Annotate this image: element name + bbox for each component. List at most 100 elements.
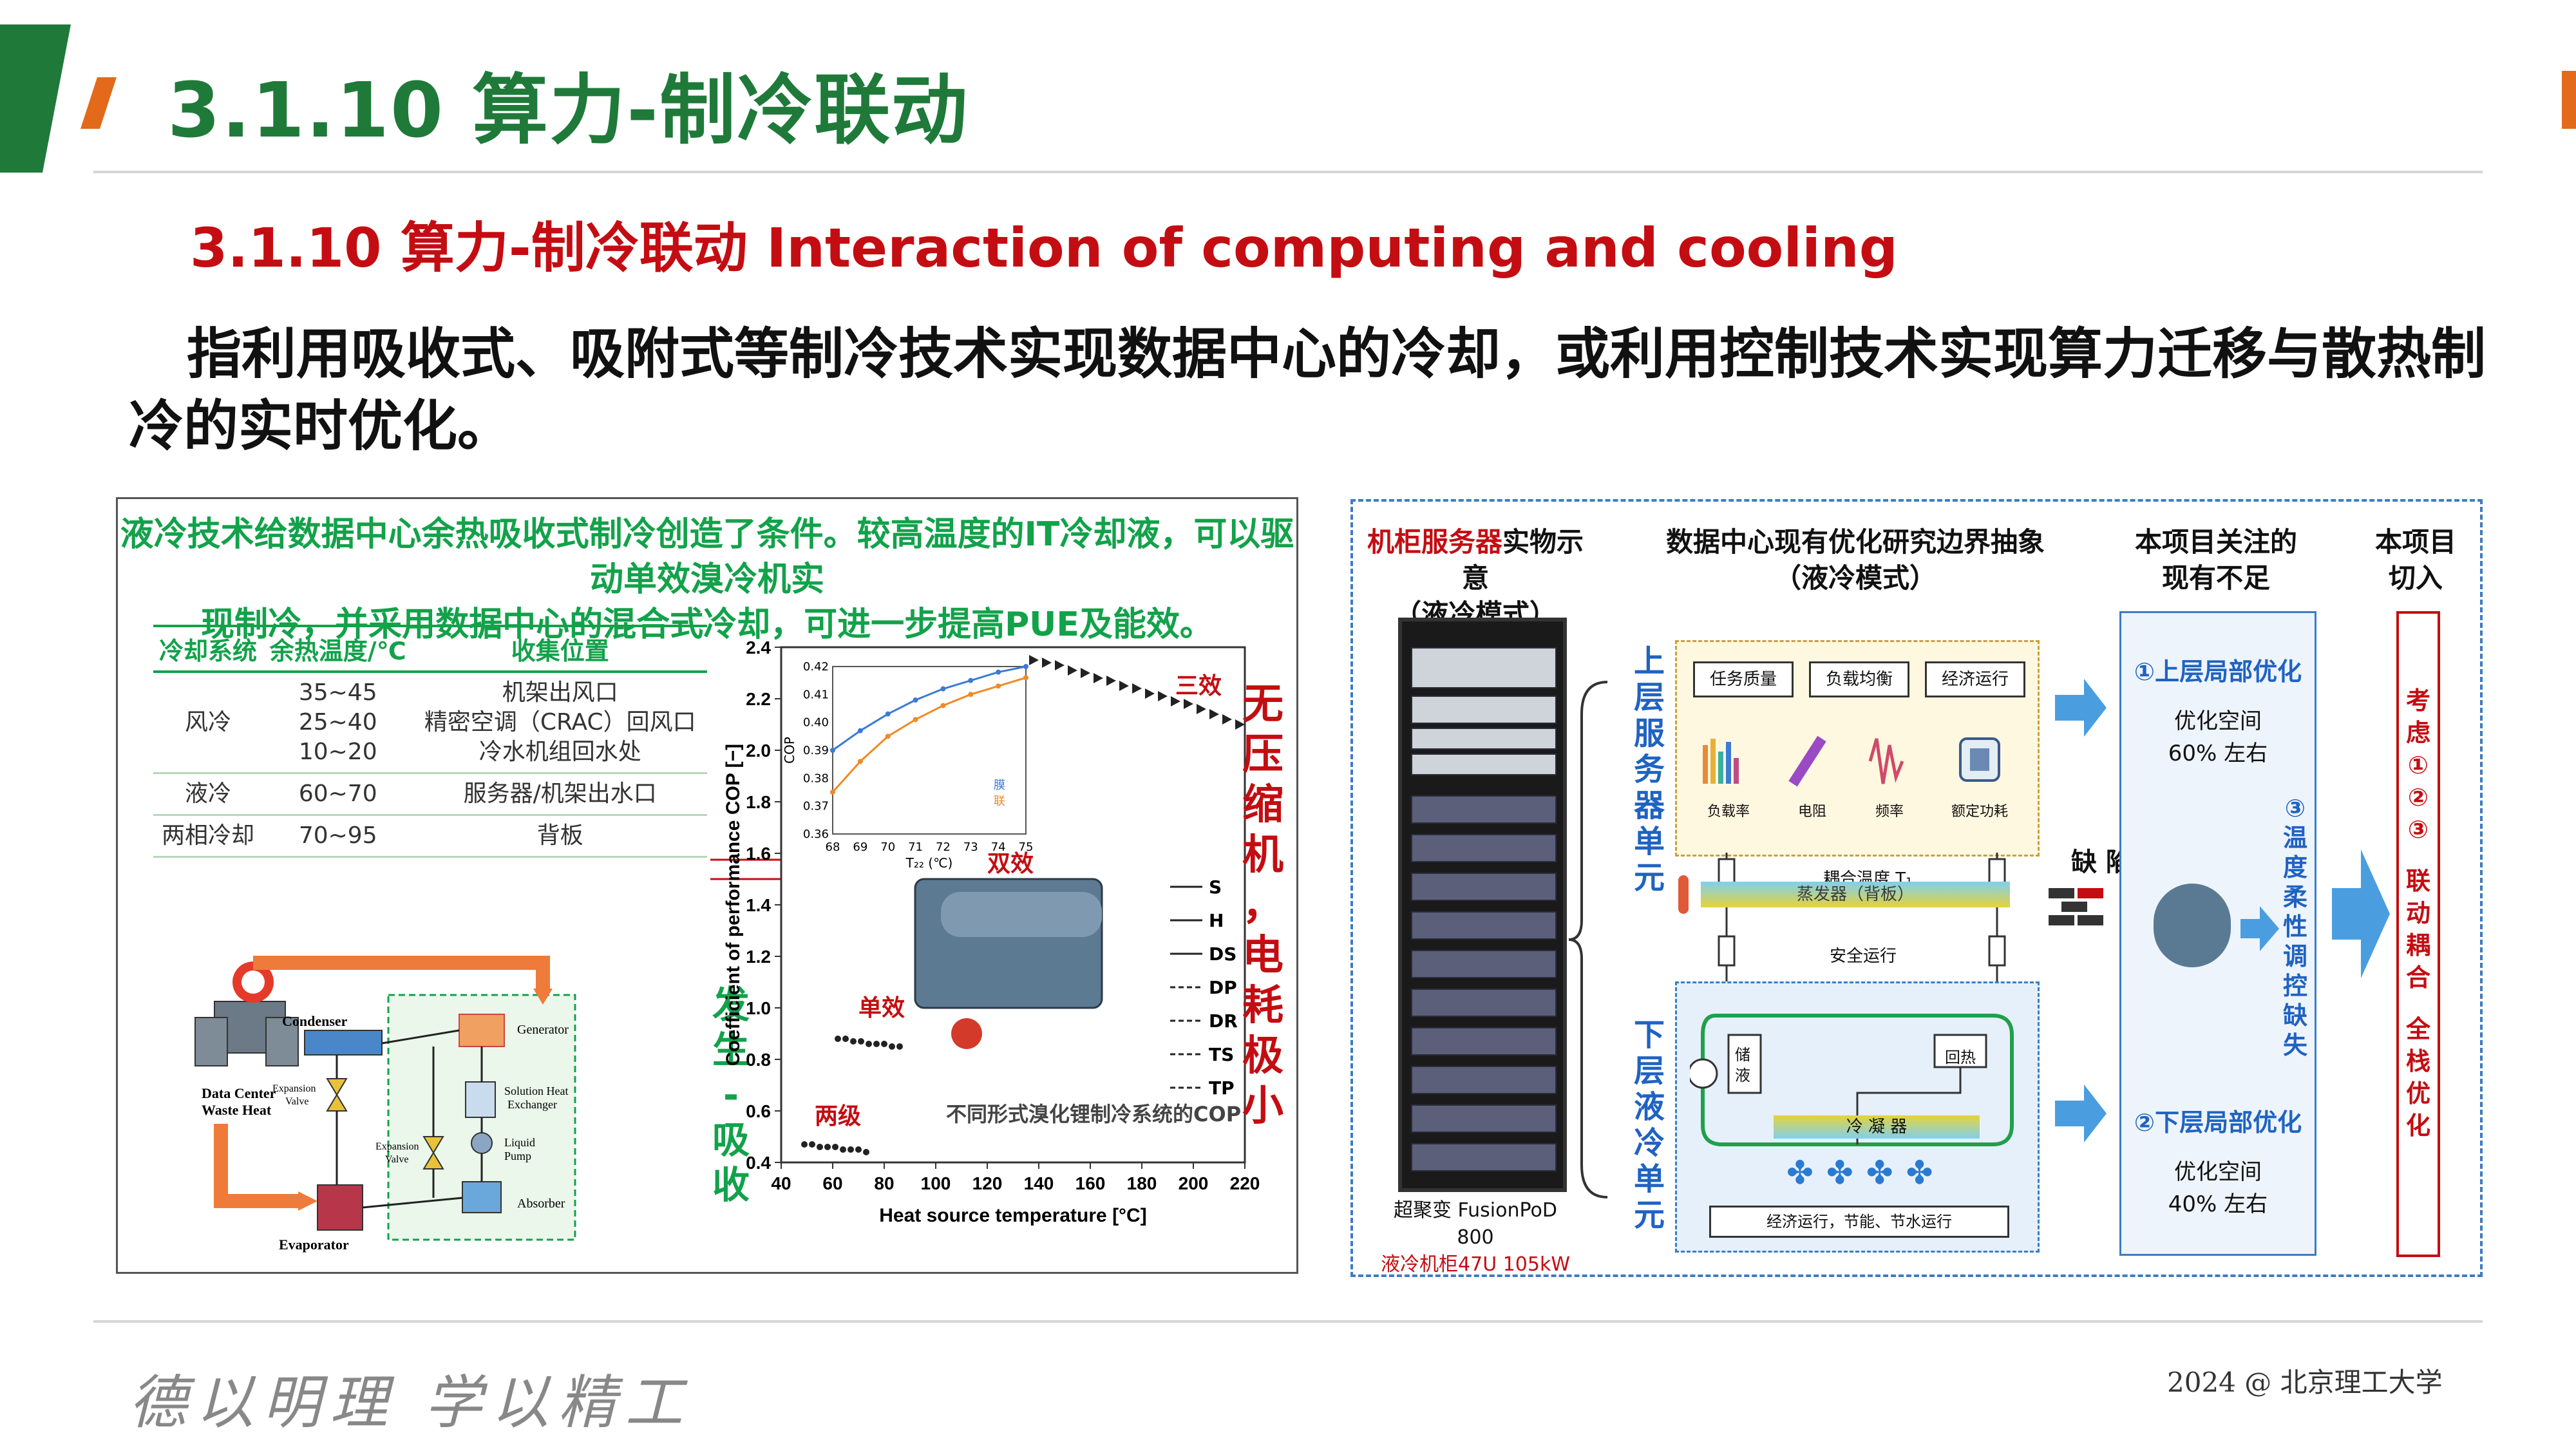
pump-icon xyxy=(1690,1058,1718,1089)
y-axis-label: Coefficient of performance COP [−] xyxy=(723,744,744,1066)
inset-x-tick-label: 71 xyxy=(908,840,923,854)
col2-sub: （液冷模式） xyxy=(1774,562,1937,594)
generation-absorption-label: 发 生 - 吸 收 xyxy=(712,982,750,1208)
arrow-right-icon-upper xyxy=(2055,679,2107,737)
x-axis-label: Heat source temperature [°C] xyxy=(879,1205,1146,1226)
col3-title: 本项目关注的 现有不足 xyxy=(2100,524,2332,596)
table-cell: 背板 xyxy=(413,815,707,858)
upper-char: 上 xyxy=(1633,643,1665,679)
table-row: 风冷 35~45 25~40 10~20 机架出风口 精密空调（CRAC）回风口… xyxy=(153,672,707,774)
data-point-tp xyxy=(1197,704,1206,714)
safe-run-label: 安全运行 xyxy=(1830,947,1897,966)
data-point-tp xyxy=(1158,691,1168,701)
x-tick-label: 40 xyxy=(771,1173,791,1193)
data-point-tp xyxy=(1055,660,1065,670)
legend-label: DR xyxy=(1209,1010,1238,1032)
diagram-pump-1: Liquid xyxy=(504,1136,535,1149)
no-compressor-label: 无 压 缩 机 ， 电 耗 极 小 xyxy=(1242,679,1283,1132)
lower-opt-space: 优化空间 xyxy=(2174,1159,2262,1185)
chart-caption: 不同形式溴化锂制冷系统的COP xyxy=(946,1102,1241,1126)
inset-y-tick-label: 0.36 xyxy=(803,828,829,841)
table-header-system: 冷却系统 xyxy=(153,625,263,673)
condenser-icon xyxy=(304,1030,383,1056)
data-point-tp xyxy=(1029,655,1039,665)
table-cell: 35~45 25~40 10~20 xyxy=(262,672,413,774)
x-tick-label: 200 xyxy=(1179,1173,1209,1193)
col1-title-red: 机柜服务器 xyxy=(1367,526,1502,558)
consider-char: 耦 xyxy=(2405,931,2430,960)
data-point-tp xyxy=(1222,714,1232,724)
consider-char: 动 xyxy=(2405,899,2430,927)
inset-y-tick-label: 0.37 xyxy=(803,800,829,813)
diagram-pump-2: Pump xyxy=(504,1150,531,1162)
legend-label: DS xyxy=(1209,943,1236,965)
annotation-two-stage: 两级 xyxy=(815,1103,861,1130)
diagram-condenser: Condenser xyxy=(282,1013,348,1029)
upper-char: 服 xyxy=(1633,715,1665,752)
headline-line-1: 液冷技术给数据中心余热吸收式制冷创造了条件。较高温度的IT冷却液，可以驱动单效溴… xyxy=(120,515,1294,599)
footer-copyright: 2024 @ 北京理工大学 xyxy=(2167,1367,2443,1398)
evaporator-backplate-bar: 蒸发器（背板） xyxy=(1701,882,2010,907)
rated-power-icon xyxy=(1959,737,2000,782)
gen-char: 发 xyxy=(712,983,750,1027)
y-tick-label: 1.2 xyxy=(746,947,771,967)
y-tick-label: 2.0 xyxy=(746,741,771,761)
mid-char: 柔 xyxy=(2282,883,2307,911)
inset-y-tick-label: 0.38 xyxy=(803,772,829,785)
inset-point xyxy=(1023,675,1028,681)
lower-unit-label: 下 层 液 冷 单 元 xyxy=(1630,1017,1669,1233)
inset-y-tick-label: 0.39 xyxy=(803,744,829,757)
metric-icons xyxy=(1703,735,2000,787)
consider-char: 化 xyxy=(2405,1112,2430,1140)
data-point-s xyxy=(873,1041,880,1047)
frequency-label: 频率 xyxy=(1875,804,1904,820)
consider-char: ① xyxy=(2407,751,2429,779)
load-balance-box: 负载均衡 xyxy=(1809,661,1909,697)
inset-point xyxy=(996,683,1001,689)
data-point-h xyxy=(801,1141,808,1148)
side-char: ， xyxy=(1242,882,1283,929)
upper-server-box: 任务质量 负载均衡 经济运行 负载率 电阻 频率 额定功耗 xyxy=(1675,640,2040,857)
annotation-double-effect: 双效 xyxy=(987,851,1034,877)
upper-char: 器 xyxy=(1633,788,1665,824)
x-tick-label: 60 xyxy=(822,1173,842,1193)
data-point-tp xyxy=(1068,665,1077,676)
return-heat-label: 回热 xyxy=(1945,1048,1976,1066)
lower-cooling-box: 储液 回热 冷 凝 器 ✤✤✤✤ 经济运行，节能、节水运行 xyxy=(1675,981,2040,1253)
col1-title: 机柜服务器实物示意 （液冷模式） xyxy=(1366,524,1585,632)
inset-x-tick-label: 69 xyxy=(853,840,867,854)
diagram-data-center-2: Waste Heat xyxy=(202,1102,272,1118)
arrow-right-icon-big xyxy=(2332,849,2390,978)
diagram-solution-hx-2: Exchanger xyxy=(507,1098,557,1111)
y-tick-label: 2.4 xyxy=(746,638,771,658)
rack-caption-2: 液冷机柜47U 105kW xyxy=(1381,1253,1570,1276)
upper-opt-pct: 60% 左右 xyxy=(2168,741,2268,766)
data-point-tp xyxy=(1042,658,1052,668)
inset-point xyxy=(857,728,863,734)
data-point-s xyxy=(842,1036,849,1042)
data-point-s xyxy=(889,1043,895,1050)
consider-char xyxy=(2400,994,2436,1013)
inset-point xyxy=(857,759,863,764)
diagram-exp-valve-2b: Valve xyxy=(385,1154,408,1165)
consider-char xyxy=(2400,846,2436,865)
table-header-location: 收集位置 xyxy=(413,625,707,673)
side-char: 小 xyxy=(1242,1083,1283,1130)
load-rate-label: 负载率 xyxy=(1707,804,1750,820)
rack-caption: 超聚变 FusionPoD 800 液冷机柜47U 105kW xyxy=(1379,1197,1572,1278)
data-point-tp xyxy=(1081,668,1090,678)
data-point-h xyxy=(863,1149,869,1155)
side-char: 耗 xyxy=(1242,982,1283,1030)
condenser-bar: 冷 凝 器 xyxy=(1774,1115,1980,1139)
inset-point xyxy=(830,748,835,753)
data-point-h xyxy=(848,1146,854,1153)
mid-char: ③ xyxy=(2284,794,2306,822)
annotation-single-effect: 单效 xyxy=(858,995,905,1021)
col3-title-2: 现有不足 xyxy=(2161,562,2270,594)
upper-char: 层 xyxy=(1633,679,1665,715)
consider-char: 栈 xyxy=(2405,1047,2430,1075)
section-subtitle: 3.1.10 算力-制冷联动 Interaction of computing … xyxy=(190,216,1898,279)
col4-title: 本项目 切入 xyxy=(2358,524,2474,596)
header-divider xyxy=(93,171,2483,173)
mid-char: 温 xyxy=(2282,824,2307,852)
